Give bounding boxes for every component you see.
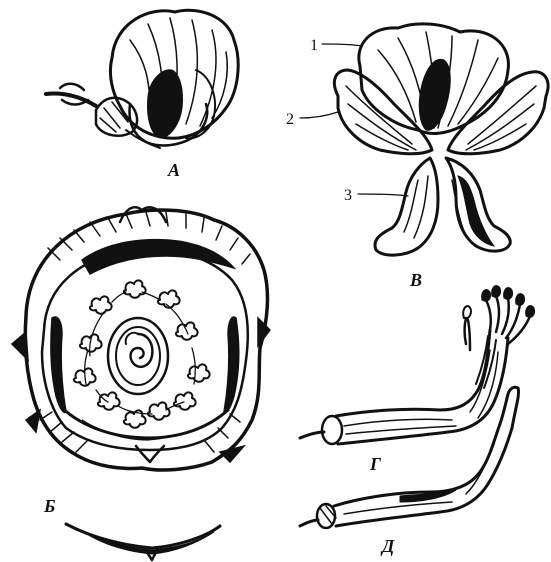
- dissected-corolla: [300, 24, 548, 255]
- callout-keel: 3: [344, 187, 352, 204]
- callout-standard: 1: [310, 37, 318, 54]
- panel-label-g: Г: [369, 454, 381, 474]
- panel-label-v: В: [409, 270, 422, 290]
- flower-side-view: [46, 10, 238, 148]
- panel-label-a: А: [167, 160, 180, 180]
- panel-label-b: Б: [43, 496, 55, 516]
- pistil-cross-section: [108, 318, 168, 394]
- callout-wing: 2: [286, 111, 294, 128]
- floral-diagram: [12, 207, 270, 470]
- panel-label-d: Д: [380, 536, 395, 556]
- stamen-ring: [74, 280, 210, 427]
- stamen-tube: [300, 286, 535, 444]
- bract-crescent: [66, 524, 220, 560]
